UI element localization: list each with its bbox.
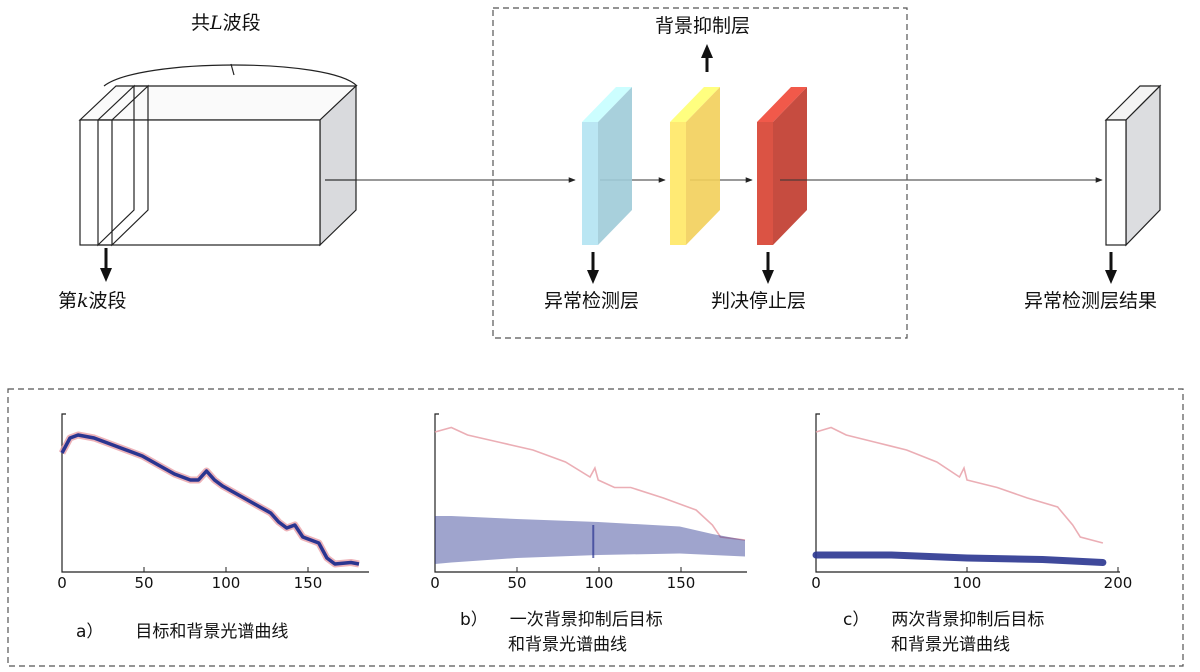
x-tick-label: 50 — [507, 574, 527, 592]
caption-a-letter: a） — [76, 622, 104, 642]
x-tick-label: 0 — [811, 574, 821, 592]
x-tick-label: 0 — [430, 574, 440, 592]
background-suppression-label: 背景抑制层 — [655, 15, 751, 37]
total-bands-label: 共L波段 — [191, 12, 261, 34]
plot-panel-c — [812, 413, 1120, 573]
plot-axes-c — [815, 413, 1120, 573]
background-spectrum-curve — [60, 433, 360, 566]
background-spectrum-curve — [812, 551, 1107, 566]
detection-down-arrow — [587, 252, 599, 284]
curves-dashed-box — [7, 388, 1184, 667]
caption-c-letter: c） — [843, 610, 870, 630]
caption-b-line2: 和背景光谱曲线 — [508, 634, 627, 655]
background-spectrum-band — [435, 516, 745, 564]
x-tick-label: 100 — [584, 574, 614, 592]
caption-b-letter: b） — [460, 610, 488, 630]
caption-a: a） 目标和背景光谱曲线 — [76, 620, 288, 645]
x-tick-label: 200 — [1103, 574, 1133, 592]
x-tick-label: 150 — [293, 574, 323, 592]
caption-a-text: 目标和背景光谱曲线 — [135, 622, 289, 642]
anomaly-detection-layer-plate — [582, 87, 632, 245]
plot-axes-b — [434, 413, 747, 573]
target-spectrum-curve — [815, 426, 1104, 544]
result-plate — [1104, 84, 1162, 247]
plot-panel-b — [434, 413, 747, 573]
x-tick-label: 50 — [134, 574, 154, 592]
x-tick-label: 100 — [952, 574, 982, 592]
network-dashed-box — [492, 7, 908, 339]
decision-down-arrow — [762, 252, 774, 284]
kth-band-label: 第k波段 — [58, 290, 127, 312]
x-tick-label: 0 — [57, 574, 67, 592]
decision-stop-label: 判决停止层 — [711, 290, 807, 312]
plot-panel-a — [58, 413, 369, 573]
decision-stop-layer-plate — [757, 87, 807, 245]
background-suppression-layer-plate — [670, 87, 720, 245]
caption-c: c） 两次背景抑制后目标 和背景光谱曲线 — [843, 608, 1044, 657]
anomaly-result-label: 异常检测层结果 — [1024, 290, 1158, 312]
caption-c-line2: 和背景光谱曲线 — [891, 634, 1010, 655]
anomaly-detection-label: 异常检测层 — [544, 290, 640, 312]
kth-band-down-arrow — [100, 248, 112, 282]
total-bands-brace — [103, 63, 358, 87]
target-spectrum-curve — [58, 431, 360, 568]
suppression-up-arrow — [701, 44, 713, 72]
result-down-arrow — [1105, 252, 1117, 284]
x-tick-label: 150 — [666, 574, 696, 592]
target-spectrum-curve — [434, 426, 746, 541]
x-tick-label: 100 — [211, 574, 241, 592]
caption-b-line1: 一次背景抑制后目标 — [509, 610, 663, 630]
data-cube — [78, 84, 358, 247]
kth-band-slice — [97, 84, 149, 247]
caption-c-line1: 两次背景抑制后目标 — [891, 610, 1045, 630]
caption-b: b） 一次背景抑制后目标 和背景光谱曲线 — [460, 608, 663, 657]
plot-axes-a — [61, 413, 369, 573]
